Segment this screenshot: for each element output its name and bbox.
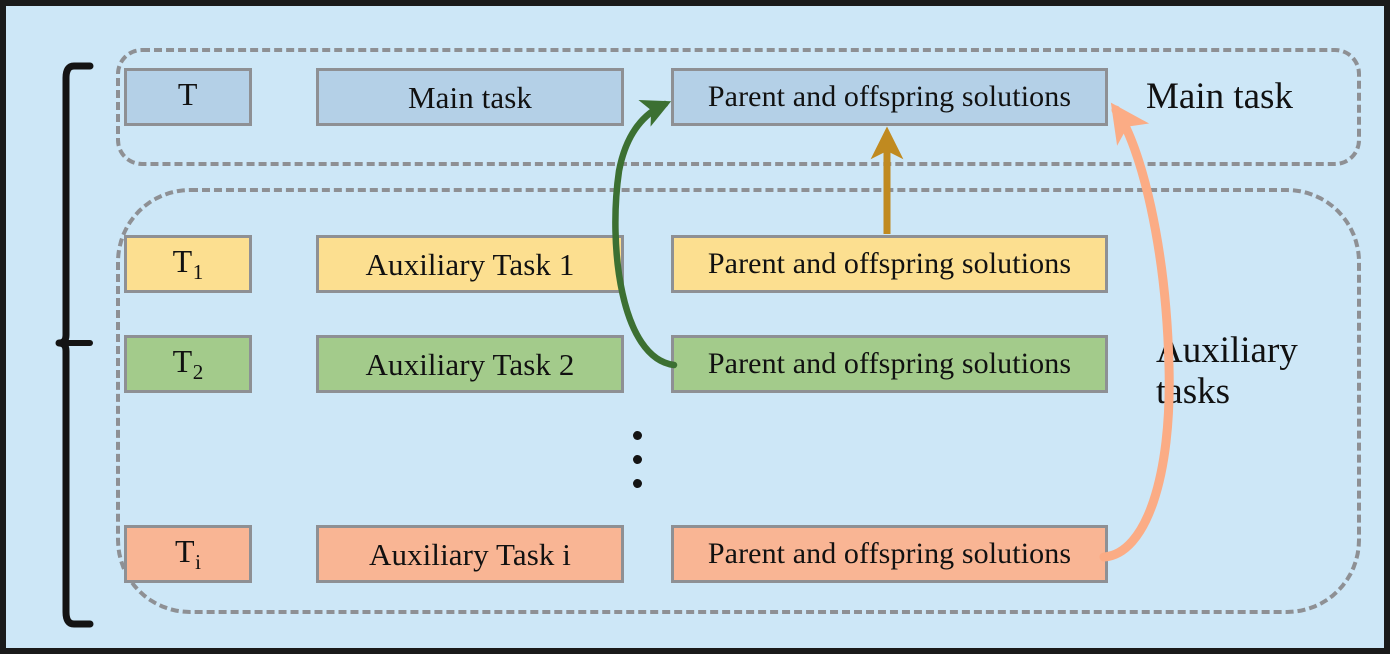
solutions-box-aux1: Parent and offspring solutions [671, 235, 1108, 293]
task-name-aux1: Auxiliary Task 1 [316, 235, 624, 293]
task-tag-main: T [124, 68, 252, 126]
task-tag-aux2-subscript: 2 [192, 359, 204, 384]
task-name-aux1-text: Auxiliary Task 1 [365, 246, 575, 282]
task-tag-aux2-text: T [172, 343, 193, 380]
task-tag-auxi-subscript: i [195, 549, 202, 574]
task-name-main-text: Main task [407, 79, 533, 115]
solutions-box-main-text: Parent and offspring solutions [707, 80, 1072, 113]
task-name-aux2-text: Auxiliary Task 2 [365, 346, 575, 382]
task-tag-main-text: T [177, 76, 198, 113]
task-name-auxi-text: Auxiliary Task i [368, 536, 572, 572]
solutions-box-aux1-text: Parent and offspring solutions [707, 247, 1072, 280]
task-tag-auxi-text: T [174, 533, 195, 570]
task-tag-aux2: T2 [124, 335, 252, 393]
solutions-box-auxi-text: Parent and offspring solutions [707, 537, 1072, 570]
legend-auxiliary-tasks: Auxiliary tasks [1156, 330, 1298, 413]
task-name-main: Main task [316, 68, 624, 126]
solutions-box-aux2: Parent and offspring solutions [671, 335, 1108, 393]
solutions-box-main: Parent and offspring solutions [671, 68, 1108, 126]
task-tag-auxi: Ti [124, 525, 252, 583]
group-container-auxiliary-tasks [116, 188, 1361, 614]
solutions-box-auxi: Parent and offspring solutions [671, 525, 1108, 583]
task-name-aux2: Auxiliary Task 2 [316, 335, 624, 393]
task-tag-aux1-text: T [172, 243, 193, 280]
task-tag-aux1-subscript: 1 [192, 259, 204, 284]
task-tag-aux1: T1 [124, 235, 252, 293]
vertical-ellipsis-icon [626, 431, 650, 501]
legend-main-task: Main task [1146, 76, 1293, 117]
left-brace [55, 62, 94, 628]
solutions-box-aux2-text: Parent and offspring solutions [707, 347, 1072, 380]
task-name-auxi: Auxiliary Task i [316, 525, 624, 583]
group-container-main-task [116, 48, 1361, 166]
